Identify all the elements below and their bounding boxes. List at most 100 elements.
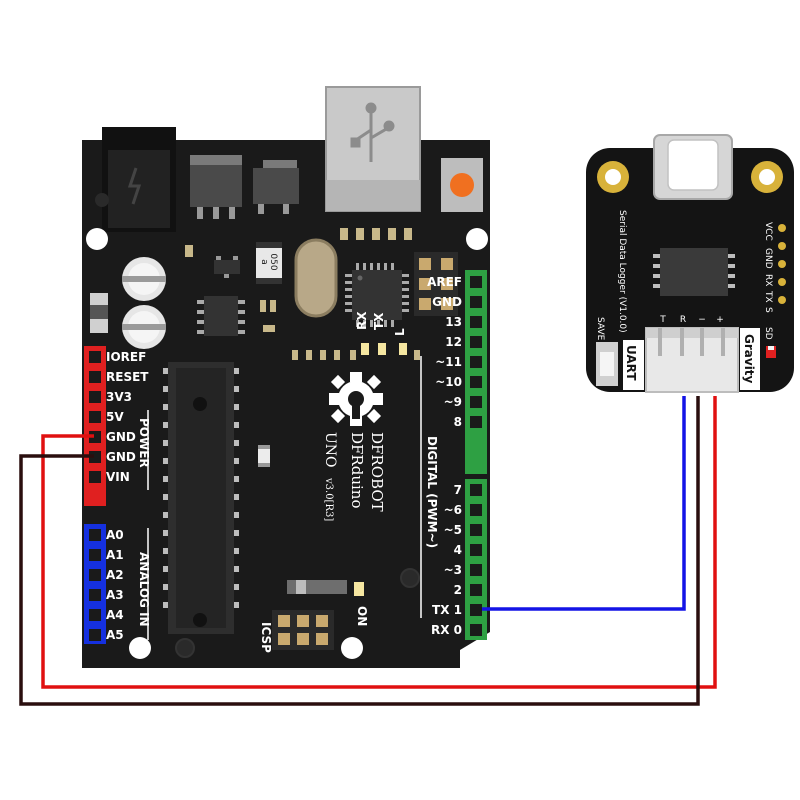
- mounting-hole: [341, 637, 363, 659]
- pin-hole: [89, 589, 101, 601]
- pin-hole: [470, 484, 482, 496]
- pin-label: RESET: [106, 370, 149, 384]
- regulator-chip: 050 a: [256, 242, 282, 284]
- gravity-tag: Gravity: [740, 328, 760, 390]
- mounting-hole: [466, 228, 488, 250]
- capacitor: [122, 305, 166, 349]
- pin-hole: [89, 471, 101, 483]
- analog-group-label: ANALOG IN: [137, 552, 151, 627]
- transistor: [214, 256, 240, 278]
- logger-pin-s-label: S: [763, 307, 773, 313]
- pin-hole: [470, 296, 482, 308]
- smd-components: [185, 228, 420, 360]
- led-l-label: L: [393, 328, 407, 336]
- led-on-label: ON: [355, 606, 369, 626]
- pin-hole: [470, 416, 482, 428]
- dfrobot-gear-logo: [329, 372, 383, 426]
- usb-icsp-header: [414, 252, 458, 316]
- usb-c-connector: [653, 134, 733, 200]
- pin-label: IOREF: [106, 350, 146, 364]
- status-leds: RX TX L: [355, 311, 407, 355]
- pin-hole: [89, 629, 101, 641]
- save-label: SAVE: [595, 317, 605, 341]
- usb-icon: [350, 102, 395, 162]
- atmega-chip: [163, 362, 239, 634]
- pin-hole: [89, 529, 101, 541]
- pin-label: 8: [454, 415, 462, 429]
- pin-label: A5: [106, 628, 124, 642]
- logger-name-label: Serial Data Logger (V1.0.0): [617, 210, 627, 333]
- storage-chip: [653, 248, 735, 296]
- pin-hole: [470, 564, 482, 576]
- pin-label: ~6: [444, 503, 462, 517]
- connector-pin-t: T: [659, 315, 666, 325]
- pin-hole: [89, 609, 101, 621]
- icsp-label: ICSP: [259, 622, 273, 653]
- gravity-connector: [645, 327, 739, 393]
- pin-label: ~11: [435, 355, 462, 369]
- pin-hole: [89, 569, 101, 581]
- pin-label: AREF: [427, 275, 462, 289]
- pin-hole: [89, 431, 101, 443]
- reset-button: [441, 158, 483, 212]
- screw-hole: [95, 193, 109, 207]
- save-button[interactable]: [596, 342, 618, 386]
- pin-label: TX 1: [432, 603, 462, 617]
- power-group-label: POWER: [137, 418, 151, 468]
- pin-label: A4: [106, 608, 124, 622]
- power-led: ON: [287, 580, 369, 626]
- pin-hole: [470, 524, 482, 536]
- pin-hole: [470, 624, 482, 636]
- sd-status-led: [766, 346, 776, 358]
- pin-label: ~3: [444, 563, 462, 577]
- pin-hole: [89, 411, 101, 423]
- regulator-label: 050: [268, 253, 278, 270]
- pin-label: A0: [106, 528, 124, 542]
- version-text: v3.0[R3]: [323, 477, 334, 521]
- logger-pin-header: [778, 224, 786, 304]
- pin-label: ~5: [444, 523, 462, 537]
- mounting-hole: [86, 228, 108, 250]
- sd-label: SD: [763, 327, 773, 340]
- wire-tx-blue: [482, 396, 686, 611]
- digital-header-bottom: [465, 479, 487, 640]
- logger-pin-gnd-label: GND: [763, 248, 773, 269]
- pin-label: ~9: [444, 395, 462, 409]
- power-header: [84, 346, 106, 506]
- screw-hole: [175, 638, 195, 658]
- arduino-board: 050 a: [82, 86, 490, 668]
- connector-pin-minus: −: [698, 315, 706, 325]
- logger-pin-vcc-label: VCC: [763, 222, 773, 241]
- gravity-label: Gravity: [742, 334, 756, 384]
- pin-hole: [89, 351, 101, 363]
- pin-hole: [470, 604, 482, 616]
- pin-label: VIN: [106, 470, 130, 484]
- pin-label: ~10: [435, 375, 462, 389]
- uart-label: UART: [624, 345, 638, 381]
- uart-tag: UART: [623, 340, 644, 390]
- mounting-hole: [129, 637, 151, 659]
- pin-hole: [470, 396, 482, 408]
- pin-hole: [470, 544, 482, 556]
- pin-hole: [470, 356, 482, 368]
- logger-pin-tx-label: TX: [763, 290, 773, 303]
- lightning-icon: [127, 167, 142, 205]
- digital-group-label: DIGITAL (PWM~): [425, 436, 439, 548]
- pin-label: GND: [106, 430, 136, 444]
- voltage-regulator: [190, 155, 242, 219]
- led-rx-label: RX: [355, 311, 369, 330]
- op-amp-chip: [197, 296, 245, 336]
- pin-label: GND: [106, 450, 136, 464]
- pin-hole: [470, 376, 482, 388]
- pin-hole: [470, 276, 482, 288]
- brand-text: DFROBOT: [368, 432, 386, 512]
- serial-data-logger-module: VCC GND RX TX S SD Serial Data Logger (V…: [586, 134, 794, 393]
- dc-power-jack: [102, 127, 176, 232]
- pin-label: 12: [445, 335, 462, 349]
- pin-label: A1: [106, 548, 124, 562]
